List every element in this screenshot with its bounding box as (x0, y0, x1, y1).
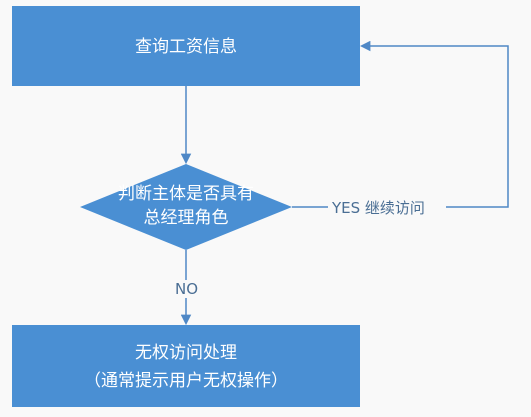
deny-access-box (12, 325, 360, 407)
deny-access-label-line1: 无权访问处理 (135, 343, 237, 363)
no-label-bg (172, 280, 202, 298)
query-salary-label: 查询工资信息 (135, 37, 237, 57)
decision-diamond (80, 164, 292, 250)
no-label: NO (175, 280, 198, 298)
yes-label-bg (328, 198, 446, 218)
decision-label-line2: 总经理角色 (144, 208, 229, 228)
deny-access-label-line2: （通常提示用户无权操作） (84, 371, 288, 391)
decision-label-line1: 判断主体是否具有 (118, 184, 254, 204)
yes-label: YES 继续访问 (331, 199, 425, 217)
query-salary-box (12, 6, 360, 86)
